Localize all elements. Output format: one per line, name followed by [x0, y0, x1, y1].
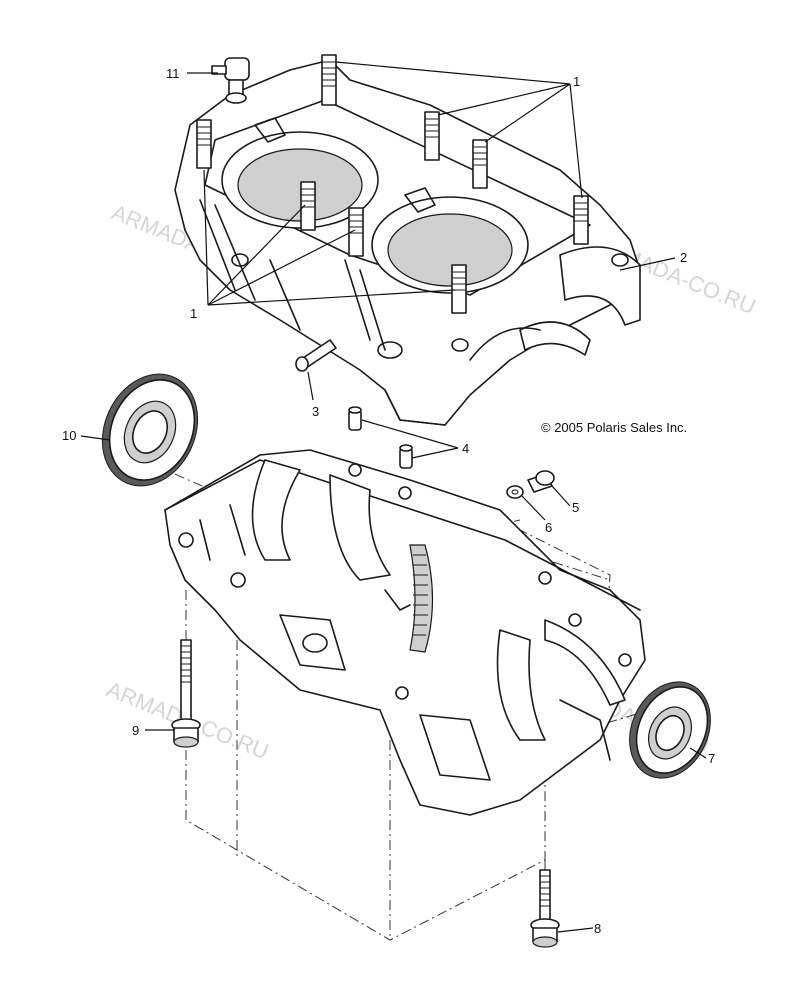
callout-11: 11	[166, 66, 180, 81]
callout-1-top: 1	[573, 74, 580, 89]
callout-10: 10	[62, 428, 76, 443]
lower-crankcase	[164, 449, 646, 816]
bolt-and-washer	[506, 470, 555, 499]
callout-4: 4	[462, 441, 469, 456]
crankcase-bolt-8	[530, 869, 560, 948]
callout-6: 6	[545, 520, 552, 535]
callout-labels: 11 1 1 2 3 4 5 6 7 8 9 10	[62, 66, 715, 936]
callout-8: 8	[594, 921, 601, 936]
fitting-elbow	[211, 57, 250, 104]
callout-5: 5	[572, 500, 579, 515]
leader-lines	[80, 61, 707, 933]
callout-3: 3	[312, 404, 319, 419]
upper-crankcase	[174, 54, 641, 426]
callout-9: 9	[132, 723, 139, 738]
crankshaft-seal-left	[101, 373, 199, 487]
callout-1-bottom: 1	[190, 306, 197, 321]
dowel-pins	[348, 406, 413, 469]
callout-2: 2	[680, 250, 687, 265]
copyright-notice: © 2005 Polaris Sales Inc.	[541, 420, 687, 435]
callout-7: 7	[708, 751, 715, 766]
crankshaft-seal-right	[629, 681, 711, 779]
cylinder-studs	[196, 54, 589, 314]
dowel-pin-upper	[295, 339, 337, 372]
crankcase-bolt-9	[171, 639, 201, 748]
